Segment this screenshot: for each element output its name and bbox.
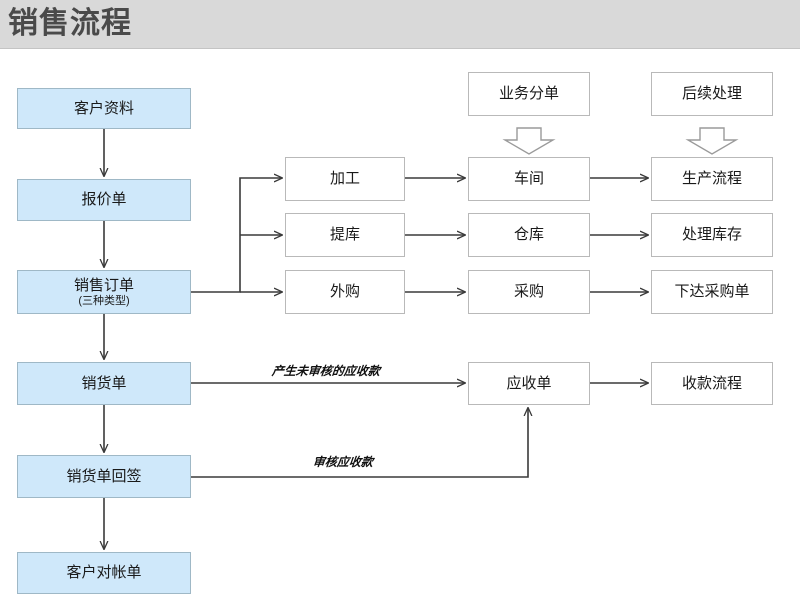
node-customer-profile-label: 客户资料 (73, 99, 134, 117)
header-box-followup[interactable]: 后续处理 (651, 72, 773, 116)
node-customer-statement[interactable]: 客户对帐单 (17, 552, 191, 594)
node-warehouse[interactable]: 仓库 (468, 213, 590, 257)
node-issue-purchase-order[interactable]: 下达采购单 (651, 270, 773, 314)
node-sales-invoice-receipt[interactable]: 销货单回签 (17, 455, 191, 498)
node-sales-order[interactable]: 销售订单 (三种类型) (17, 270, 191, 314)
node-production-flow-label: 生产流程 (681, 170, 742, 188)
node-warehouse-label: 仓库 (513, 226, 544, 244)
node-sales-order-label: 销售订单 (73, 276, 134, 294)
node-customer-profile[interactable]: 客户资料 (17, 88, 191, 129)
edge-label-audit-receivable: 审核应收款 (312, 455, 374, 469)
edge-order-to-processing (191, 178, 282, 293)
node-quotation-label: 报价单 (81, 191, 127, 209)
node-issue-purchase-order-label: 下达采购单 (674, 283, 750, 301)
node-sales-invoice-label: 销货单 (81, 374, 127, 392)
node-sales-invoice-receipt-label: 销货单回签 (66, 467, 142, 485)
node-workshop[interactable]: 车间 (468, 157, 590, 201)
page-title: 销售流程 (8, 7, 132, 40)
node-receivable-bill[interactable]: 应收单 (468, 362, 590, 405)
node-handle-inventory-label: 处理库存 (681, 226, 742, 244)
node-quotation[interactable]: 报价单 (17, 179, 191, 221)
node-purchasing[interactable]: 采购 (468, 270, 590, 314)
node-processing[interactable]: 加工 (285, 157, 405, 201)
node-outsourcing[interactable]: 外购 (285, 270, 405, 314)
node-outsourcing-label: 外购 (329, 283, 360, 301)
node-workshop-label: 车间 (513, 170, 544, 188)
node-warehouse-pick-label: 提库 (329, 226, 360, 244)
node-sales-invoice[interactable]: 销货单 (17, 362, 191, 405)
node-sales-order-sublabel: (三种类型) (78, 294, 130, 307)
node-warehouse-pick[interactable]: 提库 (285, 213, 405, 257)
edge-label-unaudited-receivable: 产生未审核的应收款 (271, 364, 381, 378)
block-arrow-business-split-shape (502, 127, 556, 155)
node-receivable-bill-label: 应收单 (506, 374, 552, 392)
node-collection-flow[interactable]: 收款流程 (651, 362, 773, 405)
header-box-business-split[interactable]: 业务分单 (468, 72, 590, 116)
node-purchasing-label: 采购 (513, 283, 544, 301)
node-production-flow[interactable]: 生产流程 (651, 157, 773, 201)
node-handle-inventory[interactable]: 处理库存 (651, 213, 773, 257)
header-box-business-split-label: 业务分单 (498, 85, 559, 103)
page-header-bar (0, 0, 800, 49)
node-customer-statement-label: 客户对帐单 (66, 564, 142, 582)
block-arrow-followup-shape (685, 127, 739, 155)
node-processing-label: 加工 (329, 170, 360, 188)
node-collection-flow-label: 收款流程 (681, 374, 742, 392)
header-box-followup-label: 后续处理 (681, 85, 742, 103)
